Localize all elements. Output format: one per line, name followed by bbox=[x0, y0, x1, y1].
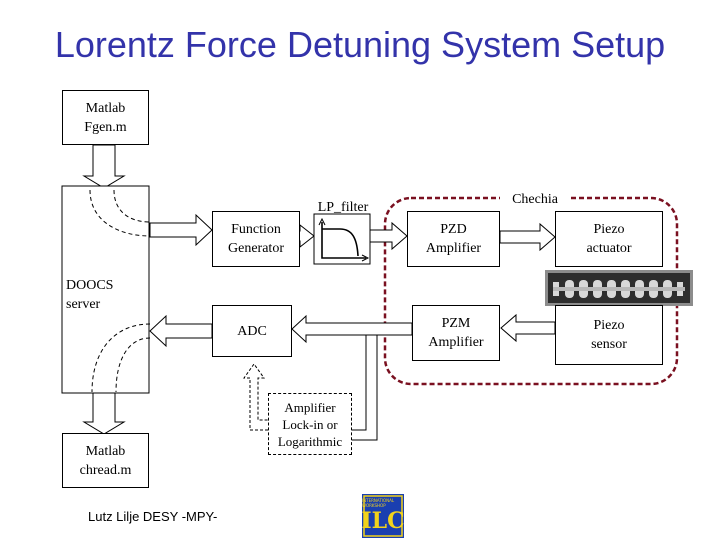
amplifier-label: Amplifier Lock-in or Logarithmic bbox=[277, 399, 343, 449]
ilc-logo bbox=[362, 494, 404, 538]
arrow-doocs-to-chread bbox=[82, 392, 126, 435]
arrow-pzd-to-actuator bbox=[499, 222, 556, 252]
doocs-server-block bbox=[61, 185, 150, 394]
ilc-logo-text-group: INTERNATIONAL WORKSHOP ILC bbox=[361, 494, 405, 538]
arrow-fgen-to-doocs bbox=[82, 144, 126, 189]
arrow-adc-to-doocs bbox=[149, 314, 213, 348]
lp-filter-label: LP_filter bbox=[317, 200, 369, 215]
piezo-actuator-block: Piezo actuator bbox=[555, 211, 663, 267]
lp-filter-axis-arrows bbox=[318, 217, 370, 262]
matlab-chread-block: Matlab chread.m bbox=[62, 433, 149, 488]
amplifier-block: Amplifier Lock-in or Logarithmic bbox=[268, 393, 352, 455]
signal-path-amplifier-to-adc bbox=[243, 363, 268, 431]
arrow-doocs-to-fgen bbox=[149, 213, 213, 247]
matlab-chread-label: Matlab chread.m bbox=[79, 443, 132, 478]
piezo-sensor-block: Piezo sensor bbox=[555, 305, 663, 365]
lp-filter-curve bbox=[321, 222, 366, 259]
pzd-amplifier-block: PZD Amplifier bbox=[407, 211, 500, 267]
arrow-lpfilter-to-pzd bbox=[369, 221, 408, 251]
function-generator-label: Function Generator bbox=[228, 222, 284, 256]
cavity-image bbox=[545, 270, 693, 306]
ilc-logo-ring-text: INTERNATIONAL WORKSHOP bbox=[362, 498, 395, 508]
matlab-fgen-label: Matlab Fgen.m bbox=[84, 100, 127, 135]
pzm-amplifier-label: PZM Amplifier bbox=[428, 316, 484, 350]
arrow-pzm-to-adc bbox=[291, 314, 413, 344]
footer-author: Lutz Lilje DESY -MPY- bbox=[88, 509, 218, 524]
arrow-sensor-to-pzm bbox=[500, 313, 556, 343]
doocs-internal-path-bottom bbox=[91, 323, 151, 393]
doocs-server-label: DOOCS server bbox=[66, 278, 114, 312]
slide-title: Lorentz Force Detuning System Setup bbox=[54, 24, 666, 65]
chechia-label: Chechia bbox=[500, 190, 570, 209]
function-generator-block: Function Generator bbox=[212, 211, 300, 267]
pzd-amplifier-label: PZD Amplifier bbox=[425, 222, 482, 256]
signal-path-pzm-to-amplifier bbox=[352, 335, 378, 441]
pzm-amplifier-block: PZM Amplifier bbox=[412, 305, 500, 361]
adc-label: ADC bbox=[237, 323, 267, 339]
piezo-sensor-label: Piezo sensor bbox=[591, 318, 627, 352]
matlab-fgen-block: Matlab Fgen.m bbox=[62, 90, 149, 145]
doocs-internal-path-top bbox=[89, 189, 151, 237]
adc-block: ADC bbox=[212, 305, 292, 357]
piezo-actuator-label: Piezo actuator bbox=[586, 222, 632, 256]
ilc-logo-letters: ILC bbox=[361, 508, 405, 534]
